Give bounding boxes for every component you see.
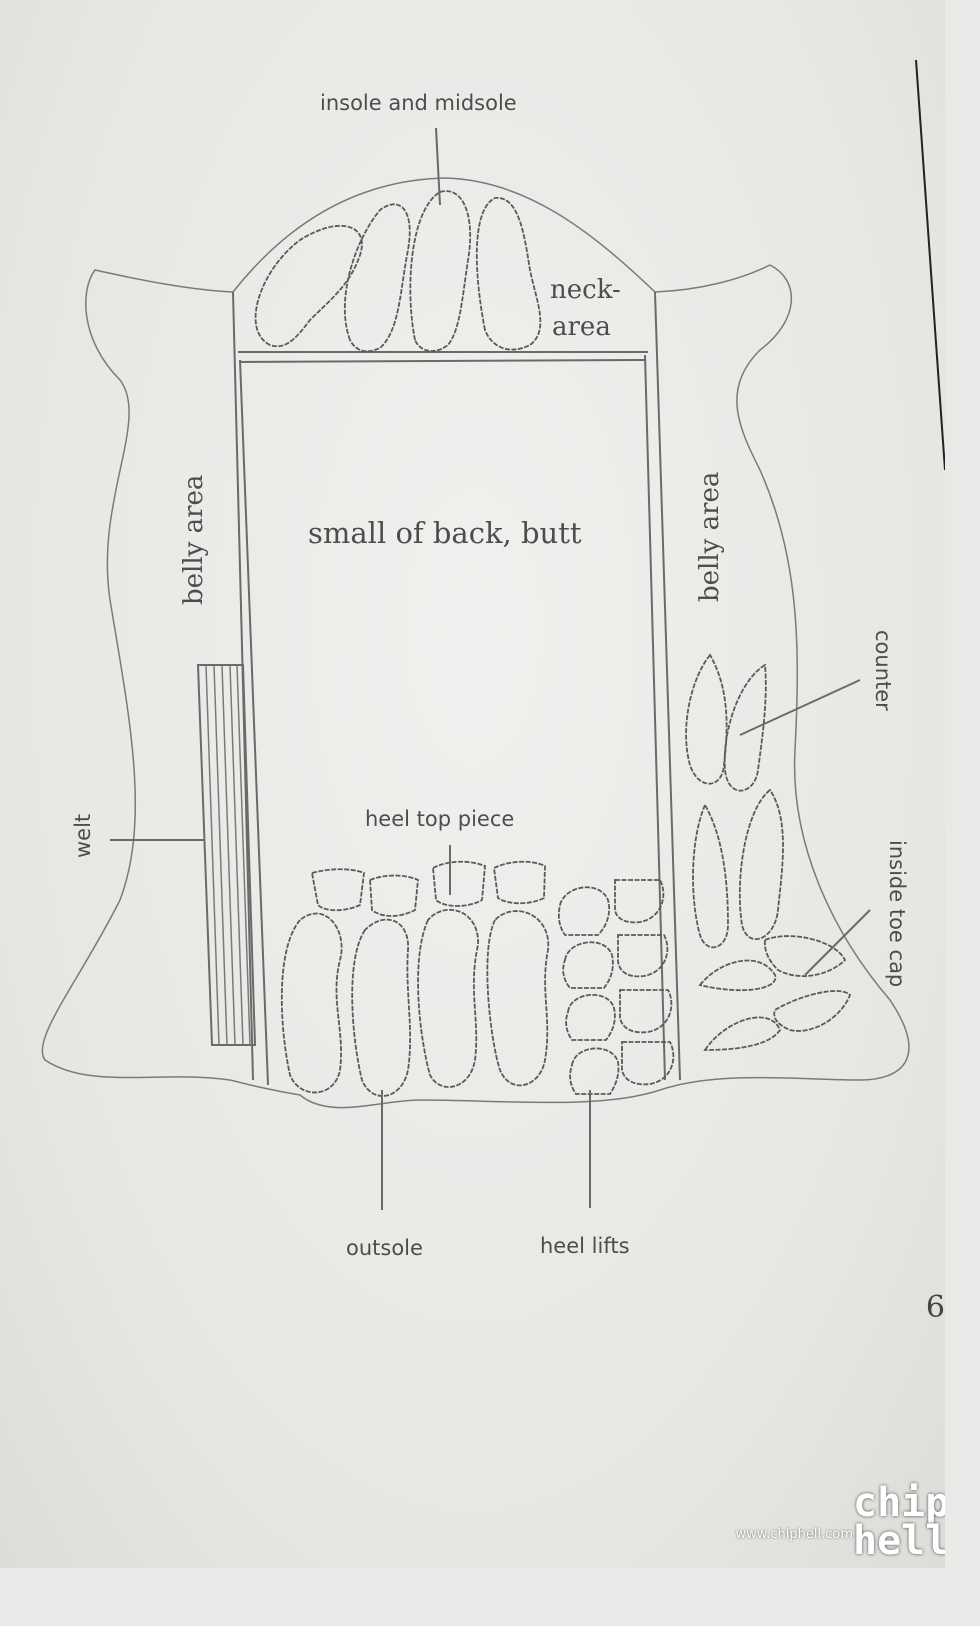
counter-leader	[739, 679, 861, 736]
heel-top-label: heel top piece	[365, 807, 514, 831]
welt-label: welt	[71, 814, 95, 858]
welt-strip	[196, 664, 257, 1046]
margin-rule	[915, 59, 945, 471]
page: insole and midsole neck- area belly area…	[0, 0, 945, 1568]
watermark-logo: chip hell	[853, 1480, 945, 1564]
outsole-label: outsole	[346, 1236, 423, 1260]
hide-cutting-diagram: insole and midsole neck- area belly area…	[41, 59, 945, 1260]
neck-label-line1: neck-	[550, 275, 621, 305]
center-top-line	[239, 359, 646, 363]
watermark-url: www.chiphell.com	[735, 1527, 853, 1542]
insole-leader	[435, 127, 441, 206]
heel-lifts-label: heel lifts	[540, 1234, 630, 1258]
left-center-divider	[239, 359, 269, 1086]
counter-label: counter	[871, 630, 895, 711]
heel-top-pieces	[310, 860, 546, 917]
toe-cap-leader	[804, 909, 871, 976]
outsole-pieces	[280, 909, 550, 1097]
neck-label-line2: area	[552, 312, 611, 342]
right-belly-divider	[654, 291, 681, 1081]
belly-left-label: belly area	[179, 475, 209, 605]
center-label: small of back, butt	[308, 516, 582, 550]
counter-pieces	[685, 653, 784, 949]
insole-label: insole and midsole	[320, 91, 517, 115]
right-center-divider	[644, 354, 666, 1081]
inside-toe-label: inside toe cap	[885, 840, 909, 987]
hide-outline	[41, 177, 910, 1109]
belly-right-label: belly area	[695, 472, 725, 602]
insole-pieces	[254, 190, 542, 353]
toe-cap-pieces	[698, 935, 852, 1051]
heel-lift-pieces	[557, 879, 675, 1095]
page-number: 6	[925, 1290, 945, 1325]
